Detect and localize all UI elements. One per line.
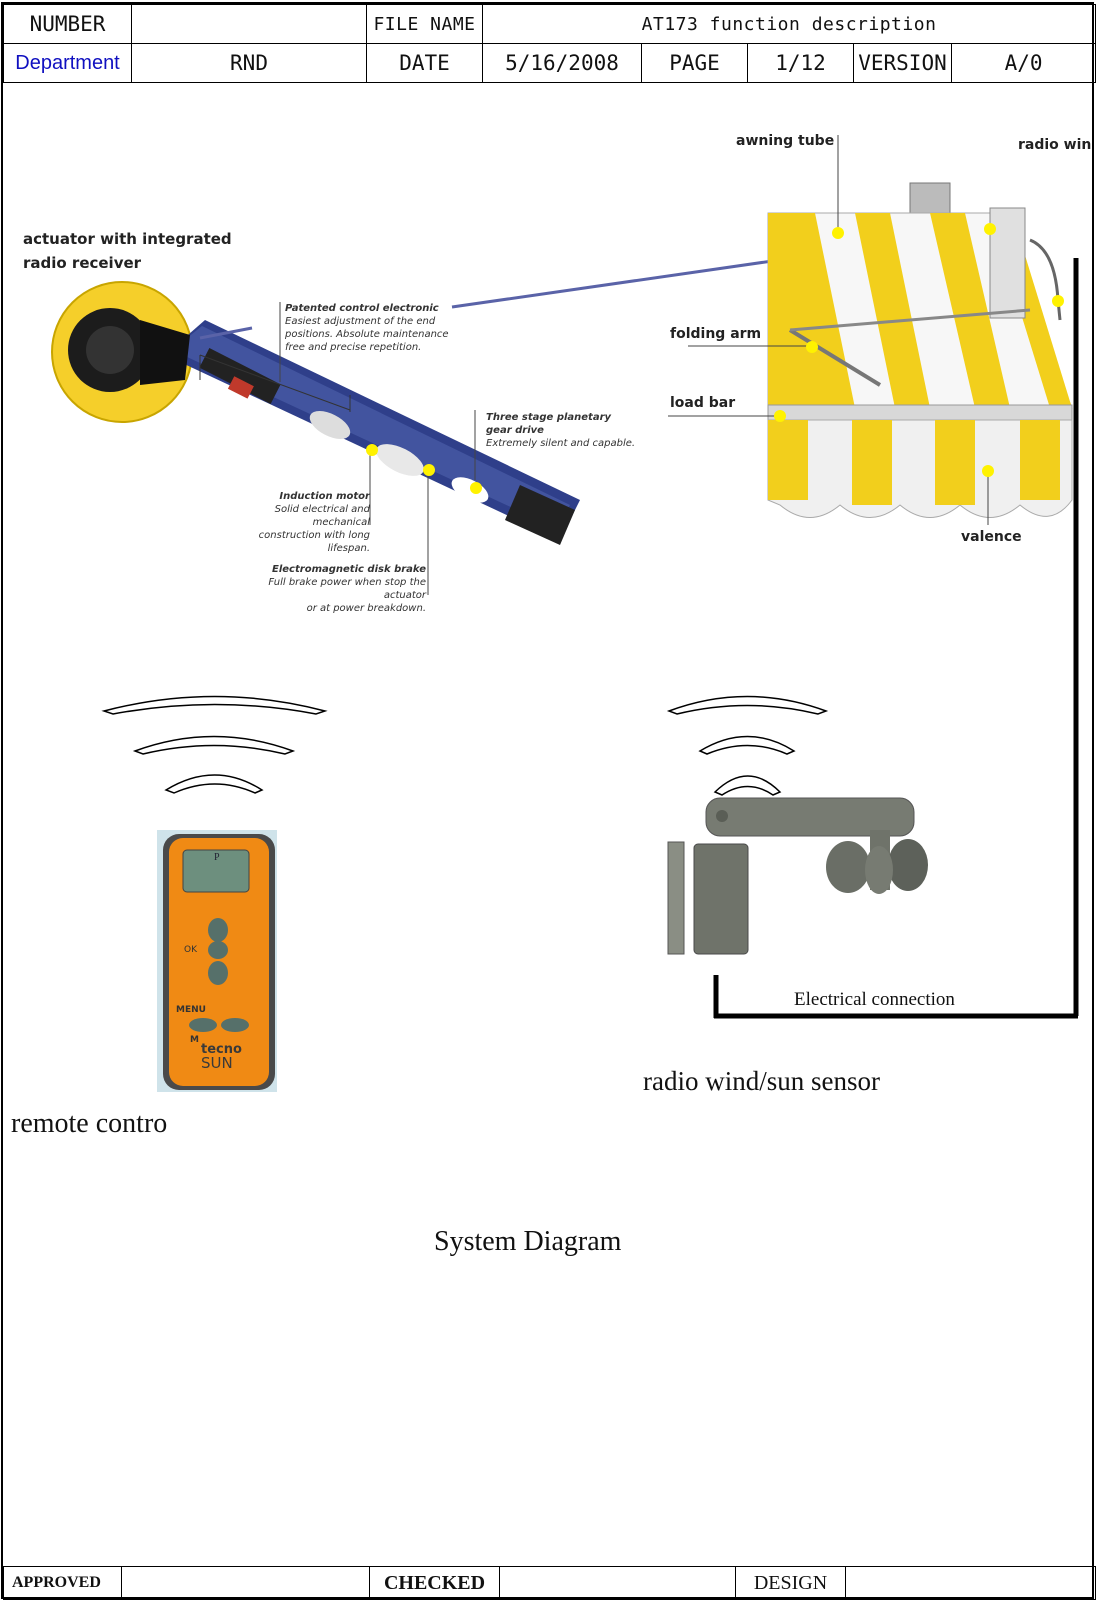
remote-brand-line2: SUN xyxy=(201,1054,233,1072)
version-value: A/0 xyxy=(950,43,1097,83)
gear-desc: Extremely silent and capable. xyxy=(486,438,636,449)
awning-tube-label: awning tube xyxy=(736,133,835,149)
filename-value: AT173 function description xyxy=(481,4,1097,44)
remote-caption: remote contro xyxy=(11,1108,168,1139)
motor-line2: construction with long lifespan. xyxy=(258,530,370,554)
remote-ok-label: OK xyxy=(184,945,197,955)
patented-line3: free and precise repetition. xyxy=(285,342,422,353)
remote-control-image xyxy=(157,830,277,1092)
department-value: RND xyxy=(131,43,367,83)
load-bar-label: load bar xyxy=(670,395,736,411)
design-label: DESIGN xyxy=(735,1566,846,1600)
radio-waves-left xyxy=(101,695,328,794)
page-value: 1/12 xyxy=(747,43,854,83)
design-value xyxy=(845,1566,1096,1600)
remote-menu-label: MENU xyxy=(176,1005,206,1015)
page-label: PAGE xyxy=(641,43,748,83)
gear-title-line1: Three stage planetary xyxy=(486,412,612,423)
checked-label: CHECKED xyxy=(369,1566,500,1600)
brake-note: Electromagnetic disk brake Full brake po… xyxy=(228,563,426,615)
sensor-caption: radio wind/sun sensor xyxy=(643,1066,880,1096)
radio-waves-right xyxy=(666,695,829,796)
approved-label: APPROVED xyxy=(3,1566,122,1600)
gear-title-line2: gear drive xyxy=(486,425,544,436)
patented-title: Patented control electronic xyxy=(285,303,439,314)
approved-value xyxy=(121,1566,370,1600)
actuator-title-line2: radio receiver xyxy=(23,254,142,272)
wind-sun-sensor-image xyxy=(667,797,928,955)
brake-line1: Full brake power when stop the actuator xyxy=(268,577,426,601)
motor-note: Induction motor Solid electrical and mec… xyxy=(218,490,370,555)
radio-win-label: radio win xyxy=(1018,137,1092,153)
patented-line2: positions. Absolute maintenance xyxy=(285,329,449,340)
patented-line1: Easiest adjustment of the end xyxy=(285,316,436,327)
motor-title: Induction motor xyxy=(279,491,370,502)
brake-line2: or at power breakdown. xyxy=(306,603,426,614)
number-value xyxy=(131,4,367,44)
version-label: VERSION xyxy=(853,43,952,83)
gear-note: Three stage planetary gear drive Extreme… xyxy=(486,411,635,450)
actuator-image xyxy=(51,228,989,595)
remote-brand-line1: tecno xyxy=(201,1042,242,1057)
remote-display-char: P xyxy=(214,852,220,863)
footer-table: APPROVED CHECKED DESIGN xyxy=(3,1566,1096,1600)
actuator-title-line1: actuator with integrated xyxy=(23,230,232,248)
brake-title: Electromagnetic disk brake xyxy=(272,564,426,575)
header-table: NUMBER FILE NAME AT173 function descript… xyxy=(3,4,1097,83)
folding-arm-label: folding arm xyxy=(670,326,762,342)
electrical-connection-line xyxy=(713,258,1079,1019)
patented-note: Patented control electronic Easiest adju… xyxy=(285,302,449,354)
checked-value xyxy=(499,1566,736,1600)
department-label: Department xyxy=(3,43,132,83)
electrical-connection-caption: Electrical connection xyxy=(794,989,955,1010)
diagram-title: System Diagram xyxy=(434,1226,622,1257)
valence-label: valence xyxy=(961,529,1022,545)
motor-line1: Solid electrical and mechanical xyxy=(274,504,370,528)
date-value: 5/16/2008 xyxy=(482,43,642,83)
remote-m-label: M xyxy=(190,1035,199,1045)
awning-image xyxy=(668,135,1073,525)
